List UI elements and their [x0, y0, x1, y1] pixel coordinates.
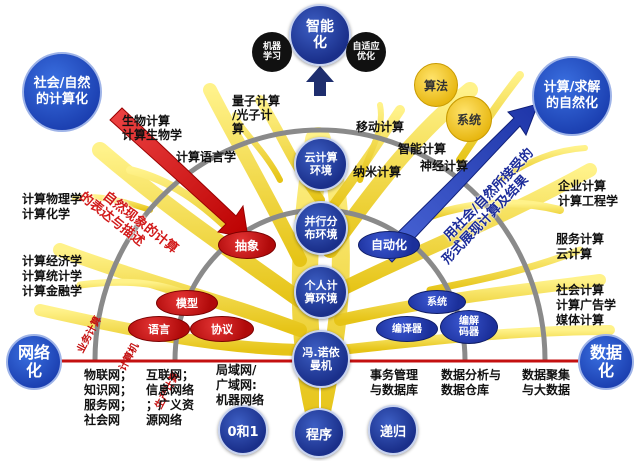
bio-computing-label: 生物计算 计算生物学	[122, 114, 183, 142]
abstraction-node: 抽象	[218, 231, 276, 259]
comp-physics-label: 计算物理学 计算化学	[22, 192, 83, 221]
machine-learning-circle: 机器 学习	[252, 32, 292, 72]
automation-node: 自动化	[358, 231, 420, 259]
recursion-circle: 递归	[368, 405, 418, 455]
intelligent-computing-label: 智能计算	[398, 142, 447, 156]
service-computing-label: 服务计算 云计算	[556, 232, 605, 261]
comp-economics-label: 计算经济学 计算统计学 计算金融学	[22, 254, 83, 298]
social-natural-computation-circle: 社会/自然 的计算化	[22, 52, 102, 132]
model-node: 模型	[156, 290, 218, 316]
zero-one-circle: 0和1	[218, 405, 268, 455]
datafication-circle: 数据 化	[578, 334, 634, 390]
lan-wan-label: 局域网/ 广域网: 机器网络	[216, 363, 265, 407]
red-arrow	[109, 107, 249, 239]
program-circle: 程序	[293, 408, 345, 458]
up-arrow	[306, 66, 334, 96]
system-gold-circle: 系统	[446, 96, 492, 142]
transaction-db-label: 事务管理 与数据库	[370, 368, 419, 397]
language-node: 语言	[128, 316, 190, 342]
computation-naturalization-circle: 计算/求解 的自然化	[532, 56, 612, 136]
iot-label: 物联网； 知识网； 服务网； 社会网	[84, 368, 133, 427]
parallel-env-circle: 并行分 布环境	[294, 201, 348, 255]
codec-node: 编解 码器	[440, 310, 498, 344]
protocol-node: 协议	[190, 316, 254, 342]
networking-circle: 网络 化	[6, 334, 62, 390]
social-computing-label: 社会计算 计算广告学 媒体计算	[556, 283, 617, 327]
intelligent-label: 智能化	[306, 19, 334, 51]
compiler-node: 编译器	[376, 316, 438, 342]
enterprise-computing-label: 企业计算 计算工程学	[558, 179, 619, 208]
big-data-label: 数据聚集 与大数据	[522, 368, 571, 397]
neural-computing-label: 神经计算	[420, 159, 469, 173]
cloud-env-circle: 云计算 环境	[294, 137, 348, 191]
mobile-computing-label: 移动计算	[356, 120, 405, 134]
intelligent-circle: 智能化	[289, 4, 351, 66]
adaptive-circle: 自适应 优化	[346, 32, 386, 72]
quantum-computing-label: 量子计算 /光子计 算	[232, 94, 281, 136]
von-neumann-circle: 冯.诺依 曼机	[292, 330, 350, 388]
system-node: 系统	[408, 290, 466, 314]
personal-env-circle: 个人计 算环境	[294, 265, 348, 319]
internet-label: 互联网； 信息网络 ；广义资 源网络	[146, 368, 195, 427]
comp-linguistics-label: 计算语言学	[176, 150, 237, 164]
algorithm-circle: 算法	[414, 63, 458, 107]
data-warehouse-label: 数据分析与 数据仓库	[441, 368, 502, 397]
nano-computing-label: 纳米计算	[353, 165, 402, 179]
